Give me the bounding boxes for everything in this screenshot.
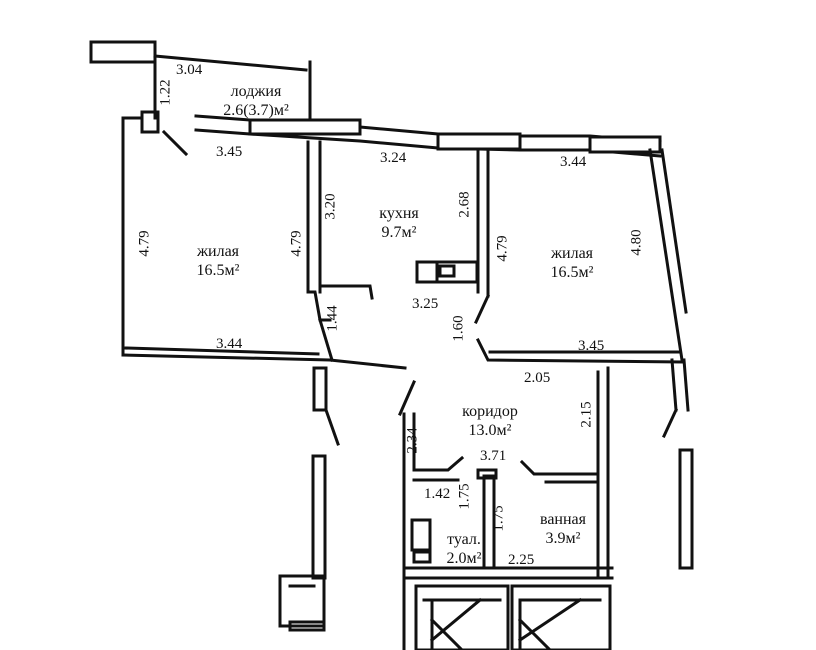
- room-loggia-name: лоджия: [230, 83, 282, 100]
- toilet-fixture: [410, 518, 432, 552]
- dim-left-living-height-outer: 4.79: [136, 230, 153, 257]
- room-kitchen-name: кухня: [379, 205, 419, 222]
- bath-top-wall: [519, 459, 600, 476]
- room-toilet-area: 2.0м²: [446, 550, 482, 567]
- dim-right-living-width: 3.45: [578, 338, 605, 354]
- corridor-door-swing: [398, 380, 416, 416]
- dim-window-right: 3.44: [560, 154, 587, 170]
- room-loggia-area: 2.6(3.7)м²: [223, 102, 289, 119]
- dim-kitchen-height-right: 2.68: [456, 191, 473, 218]
- kitchen-stove: [415, 260, 479, 284]
- window-block-1: [248, 118, 362, 136]
- dim-left-living-width: 3.44: [216, 336, 243, 352]
- right-exterior-post: [678, 448, 694, 570]
- room-living-right-area: 16.5м²: [550, 264, 594, 281]
- room-corridor-name: коридор: [462, 403, 518, 420]
- loggia-door-jamb: [140, 110, 160, 134]
- dim-kitchen-width-bottom: 3.25: [412, 296, 439, 312]
- right-outer-lower: [670, 358, 678, 412]
- room-bathroom-area: 3.9м²: [545, 530, 581, 547]
- room-kitchen: кухня 9.7м²: [354, 204, 444, 242]
- dim-corridor-left: 2.34: [404, 427, 421, 454]
- shaft-left: [414, 584, 510, 650]
- loggia-door-swing: [161, 129, 189, 157]
- room-kitchen-area: 9.7м²: [381, 224, 417, 241]
- living-left-bottom-wall: [121, 353, 407, 370]
- dim-corridor-top: 2.05: [524, 370, 551, 386]
- room-living-right: жилая 16.5м²: [522, 244, 622, 282]
- room-living-left-area: 16.5м²: [196, 262, 240, 279]
- room-living-right-name: жилая: [550, 245, 594, 262]
- dim-loggia-depth: 1.22: [157, 79, 174, 106]
- room-corridor-area: 13.0м²: [468, 422, 512, 439]
- dim-bath-height: 1.75: [490, 505, 507, 532]
- stair-block: [278, 574, 326, 628]
- dim-kitchen-height-left: 3.20: [322, 193, 339, 220]
- room-living-left-name: жилая: [196, 243, 240, 260]
- room-bathroom: ванная 3.9м²: [518, 510, 608, 548]
- toilet-top-wall: [412, 455, 465, 472]
- room-living-left: жилая 16.5м²: [168, 242, 268, 280]
- dim-toilet-width: 1.42: [424, 486, 451, 502]
- room-corridor: коридор 13.0м²: [440, 402, 540, 440]
- dim-right-living-height-outer: 4.80: [628, 229, 645, 256]
- dim-bath-width: 2.25: [508, 552, 535, 568]
- room-toilet-name: туал.: [447, 531, 481, 548]
- shaft-right: [510, 584, 612, 650]
- room-bathroom-name: ванная: [539, 511, 587, 528]
- dim-corridor-right: 2.15: [578, 401, 595, 428]
- left-lower-post-2: [311, 454, 327, 580]
- left-lower-post: [312, 366, 328, 412]
- right-outer-wall: [648, 148, 684, 362]
- door-jamb-kitchen-left: [318, 318, 334, 362]
- dim-toilet-height: 1.75: [456, 483, 473, 510]
- room-toilet: туал. 2.0м²: [432, 530, 496, 568]
- right-door-swing: [662, 408, 678, 438]
- kitchen-lower-stub: [318, 284, 374, 300]
- living-right-bottom-wall: [475, 337, 684, 364]
- window-block-2: [436, 132, 522, 151]
- dim-left-living-height-inner: 4.79: [288, 230, 305, 257]
- window-block-3: [588, 135, 662, 154]
- dim-hall-right: 1.60: [450, 315, 467, 342]
- dim-loggia-width: 3.04: [176, 62, 203, 78]
- loggia-top-wall: [153, 54, 308, 72]
- dim-corridor-width: 3.71: [480, 448, 507, 464]
- dim-window-kitchen: 3.24: [380, 150, 407, 166]
- dim-window-left: 3.45: [216, 144, 243, 160]
- room-loggia: лоджия 2.6(3.7)м²: [196, 82, 316, 120]
- loggia-corner-block: [89, 40, 157, 64]
- dim-hall-left: 1.44: [324, 305, 341, 332]
- dim-right-living-height-inner: 4.79: [494, 235, 511, 262]
